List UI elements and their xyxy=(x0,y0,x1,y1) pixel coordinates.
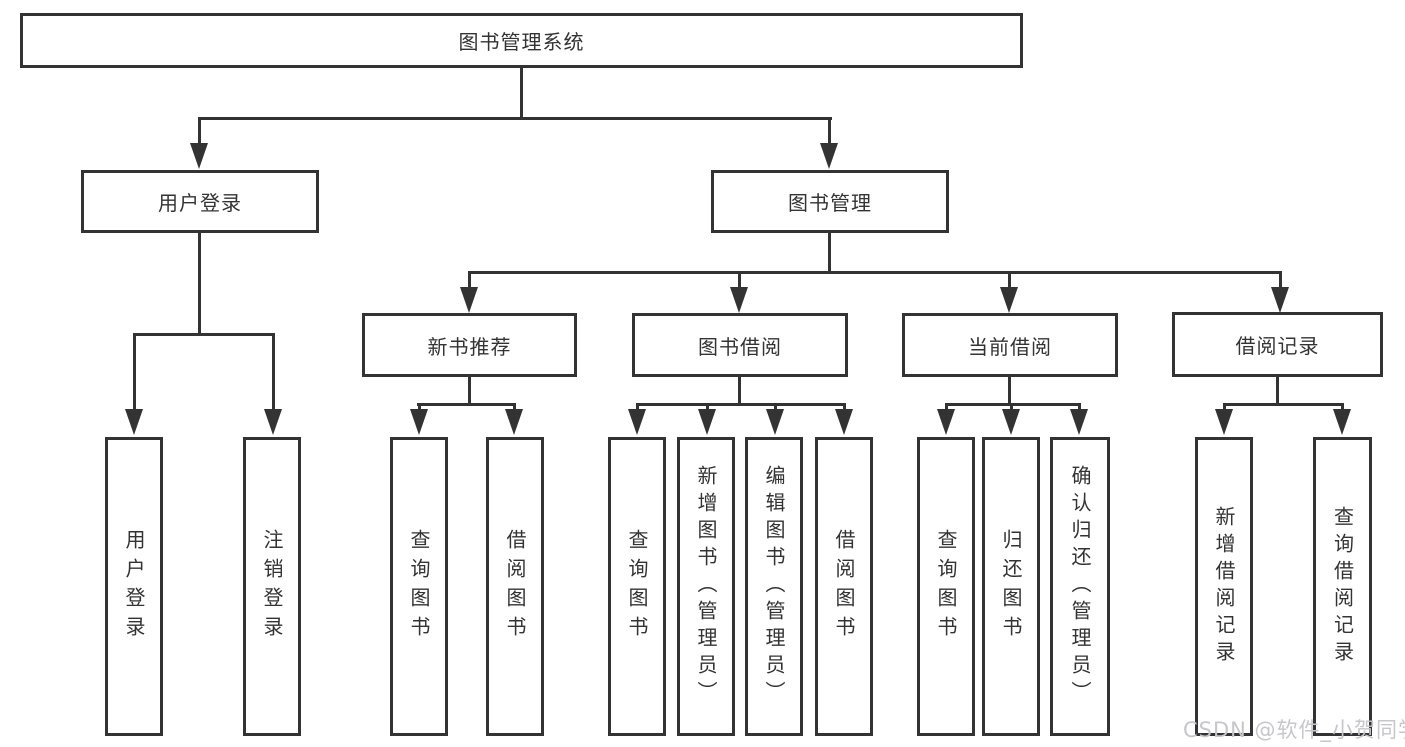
arrowhead-g2-add-book xyxy=(698,409,716,435)
arrowhead-user-login xyxy=(190,143,208,169)
arrowhead-g1-query-books xyxy=(410,409,428,435)
leaf-user-login: 用户登录 xyxy=(105,437,163,736)
edge-group2-drop-1 xyxy=(636,403,639,413)
node-current-borrow: 当前借阅 xyxy=(902,313,1118,377)
node-borrow-records: 借阅记录 xyxy=(1172,312,1383,377)
arrowhead-g3-query-books xyxy=(937,409,955,435)
leaf-g2-query-books: 查询图书 xyxy=(608,437,666,736)
leaf-g3-query-books-label: 查询图书 xyxy=(934,528,958,645)
node-user-login-label: 用户登录 xyxy=(158,191,242,215)
edge-group2-stem xyxy=(738,377,741,406)
arrowhead-book-management xyxy=(820,143,838,169)
leaf-g1-borrow-books-label: 借阅图书 xyxy=(503,528,527,645)
node-borrow-records-label: 借阅记录 xyxy=(1235,334,1320,358)
edge-book-mgmt-rail xyxy=(468,271,1282,274)
leaf-g3-confirm-return-admin-label: 确认归还（管理员） xyxy=(1068,465,1092,708)
edge-root-stem xyxy=(520,68,523,120)
node-book-management: 图书管理 xyxy=(711,170,949,233)
edge-group3-drop-2 xyxy=(1010,403,1013,413)
leaf-g1-query-books-label: 查询图书 xyxy=(407,528,431,645)
edge-root-drop-right xyxy=(828,117,831,147)
edge-group4-drop-1 xyxy=(1223,403,1226,413)
arrowhead-g2-edit-book xyxy=(766,409,784,435)
arrowhead-g2-borrow-books xyxy=(835,409,853,435)
node-user-login: 用户登录 xyxy=(81,170,319,233)
arrowhead-g1-borrow-books xyxy=(505,409,523,435)
leaf-g3-confirm-return-admin: 确认归还（管理员） xyxy=(1050,437,1110,736)
edge-user-login-stem xyxy=(198,233,201,336)
edge-group1-drop-2 xyxy=(513,403,516,413)
leaf-g4-add-borrow-record: 新增借阅记录 xyxy=(1195,437,1253,736)
edge-user-login-rail xyxy=(133,333,275,336)
edge-book-mgmt-drop-2 xyxy=(738,271,741,289)
leaf-g1-query-books: 查询图书 xyxy=(390,437,448,736)
leaf-g3-query-books: 查询图书 xyxy=(917,437,975,736)
node-book-borrow-label: 图书借阅 xyxy=(698,334,782,359)
arrowhead-book-borrow xyxy=(730,287,748,313)
edge-user-login-drop-1 xyxy=(133,333,136,411)
leaf-logout: 注销登录 xyxy=(243,437,301,736)
leaf-user-login-label: 用户登录 xyxy=(122,528,146,645)
leaf-g2-borrow-books-label: 借阅图书 xyxy=(832,528,856,645)
arrowhead-g3-confirm-return xyxy=(1070,409,1088,435)
leaf-g2-edit-book-admin-label: 编辑图书（管理员） xyxy=(762,465,786,708)
leaf-g3-return-book: 归还图书 xyxy=(982,437,1040,736)
edge-root-drop-left xyxy=(198,117,201,147)
leaf-g2-borrow-books: 借阅图书 xyxy=(815,437,873,736)
leaf-logout-label: 注销登录 xyxy=(260,528,284,645)
edge-group2-drop-2 xyxy=(706,403,709,413)
leaf-g2-edit-book-admin: 编辑图书（管理员） xyxy=(745,437,803,736)
leaf-g2-query-books-label: 查询图书 xyxy=(625,528,649,645)
edge-group1-stem xyxy=(468,377,471,406)
leaf-g3-return-book-label: 归还图书 xyxy=(999,528,1023,645)
edge-book-mgmt-drop-1 xyxy=(468,271,471,289)
arrowhead-current-borrow xyxy=(1000,287,1018,313)
edge-group3-drop-3 xyxy=(1078,403,1081,413)
node-new-book-recommend-label: 新书推荐 xyxy=(427,334,512,359)
leaf-g4-query-borrow-record-label: 查询借阅记录 xyxy=(1330,505,1355,668)
edge-group3-drop-1 xyxy=(945,403,948,413)
csdn-watermark: CSDN @软件_小贺同学 xyxy=(1183,718,1405,742)
edge-group4-drop-2 xyxy=(1341,403,1344,413)
edge-group4-rail xyxy=(1223,403,1344,406)
edge-book-mgmt-drop-4 xyxy=(1279,271,1282,289)
edge-group3-rail xyxy=(945,403,1081,406)
edge-group3-stem xyxy=(1008,377,1011,406)
node-book-management-label: 图书管理 xyxy=(788,191,872,215)
edge-user-login-drop-2 xyxy=(272,333,275,411)
arrowhead-leaf-user-login xyxy=(125,409,143,435)
edge-group2-drop-3 xyxy=(774,403,777,413)
edge-group1-rail xyxy=(417,403,516,406)
node-new-book-recommend: 新书推荐 xyxy=(362,313,577,377)
arrowhead-new-book-recommend xyxy=(460,287,478,313)
edge-root-rail xyxy=(198,117,832,120)
node-root: 图书管理系统 xyxy=(20,13,1023,68)
node-root-label: 图书管理系统 xyxy=(458,30,585,54)
edge-group4-stem xyxy=(1276,377,1279,406)
edge-book-mgmt-drop-3 xyxy=(1008,271,1011,289)
arrowhead-g2-query-books xyxy=(628,409,646,435)
edge-group2-rail xyxy=(636,403,846,406)
arrowhead-borrow-records xyxy=(1271,287,1289,313)
edge-book-mgmt-stem xyxy=(828,233,831,274)
edge-group1-drop-1 xyxy=(418,403,421,413)
leaf-g2-add-book-admin: 新增图书（管理员） xyxy=(677,437,735,736)
arrowhead-leaf-logout xyxy=(264,409,282,435)
edge-group2-drop-4 xyxy=(843,403,846,413)
node-current-borrow-label: 当前借阅 xyxy=(968,334,1052,359)
leaf-g2-add-book-admin-label: 新增图书（管理员） xyxy=(694,465,718,708)
leaf-g1-borrow-books: 借阅图书 xyxy=(486,437,544,736)
leaf-g4-query-borrow-record: 查询借阅记录 xyxy=(1313,437,1372,736)
arrowhead-g4-add-record xyxy=(1215,409,1233,435)
arrowhead-g4-query-record xyxy=(1333,409,1351,435)
arrowhead-g3-return-book xyxy=(1002,409,1020,435)
node-book-borrow: 图书借阅 xyxy=(632,313,848,377)
leaf-g4-add-borrow-record-label: 新增借阅记录 xyxy=(1212,505,1236,668)
